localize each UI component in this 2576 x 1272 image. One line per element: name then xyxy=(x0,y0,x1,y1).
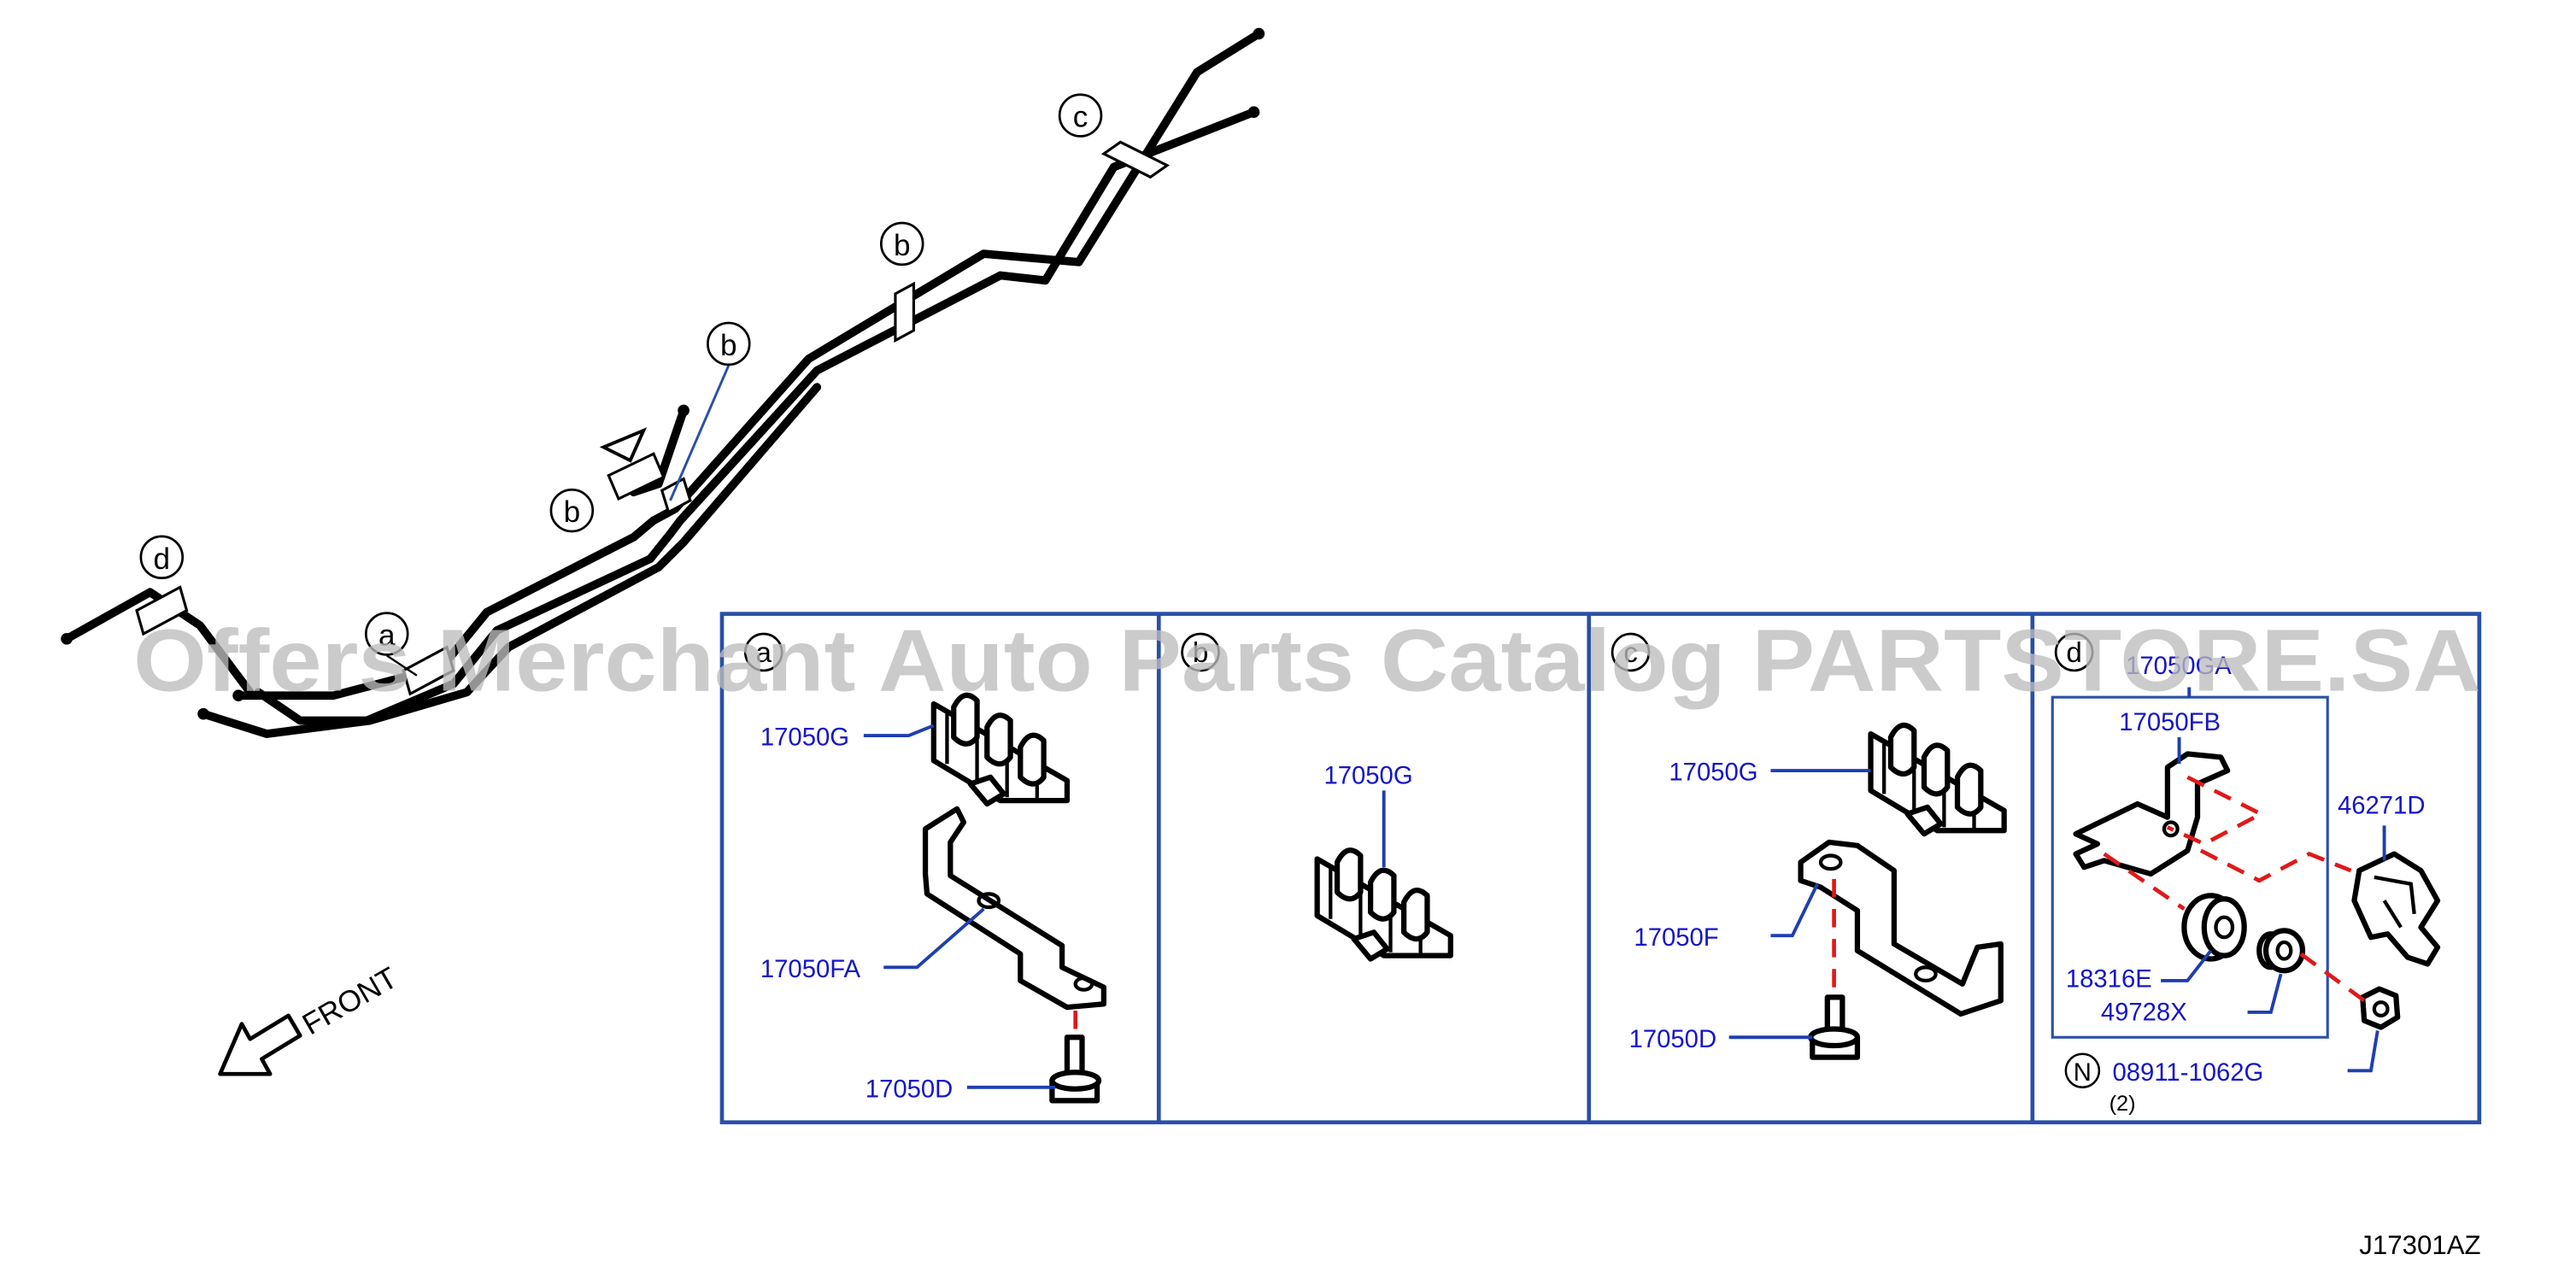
detail-frame xyxy=(719,612,2482,1125)
callout-leader xyxy=(386,654,418,677)
detail-panel-a: a 17050G 17050FA 17050D xyxy=(743,632,1106,1104)
callout-circle xyxy=(549,488,595,533)
tube-end xyxy=(1253,27,1265,40)
callout-leader xyxy=(669,365,731,501)
panel-letter: c xyxy=(1623,637,1638,669)
leader-line xyxy=(2347,1030,2379,1073)
callout-circle xyxy=(1058,93,1103,138)
part-number-label[interactable]: 17050G xyxy=(1323,763,1412,790)
panel-letter: b xyxy=(1193,637,1208,669)
callout-circle xyxy=(139,535,185,579)
detail-frame-border xyxy=(719,612,2482,1125)
clip-marker-b xyxy=(607,452,666,501)
tube-end xyxy=(197,707,209,720)
leader-line xyxy=(1770,882,1819,938)
nut-symbol-circle xyxy=(2064,1052,2101,1089)
part-number-label[interactable]: 46271D xyxy=(2338,793,2426,820)
detail-panel-b: b 17050G xyxy=(1181,632,1453,962)
clip-marker-d xyxy=(135,585,189,636)
pipe-routing-overview: d a b b b c xyxy=(61,27,1265,738)
panel-letter: a xyxy=(756,637,772,669)
front-label: FRONT xyxy=(296,961,402,1041)
grommet-part xyxy=(2181,893,2247,962)
callout-letter: b xyxy=(720,329,737,362)
part-number-label[interactable]: 17050GA xyxy=(2126,653,2232,680)
part-number-label[interactable]: 17050G xyxy=(1669,759,1757,787)
diagram-code: J17301AZ xyxy=(2359,1230,2480,1260)
watermark-text: Offers Merchant Auto Parts Catalog PARTS… xyxy=(133,610,2481,709)
brake-tube-branch xyxy=(629,406,688,497)
callout-letter: a xyxy=(378,619,396,653)
bolt-part xyxy=(1808,994,1861,1060)
callout-letter: b xyxy=(894,229,911,262)
callout-circle xyxy=(364,612,409,656)
assembly-dash-line xyxy=(2103,852,2186,911)
callout-letter: d xyxy=(154,542,171,576)
front-direction-arrow: FRONT xyxy=(218,961,403,1076)
part-number-label[interactable]: 17050FB xyxy=(2119,709,2221,736)
panel-callout-circle xyxy=(1611,632,1651,672)
part-number-label[interactable]: 49728X xyxy=(2101,999,2187,1027)
detail-panel-c: c 17050G 17050F 17050D xyxy=(1611,632,2007,1060)
part-number-label[interactable]: 17050G xyxy=(760,724,849,752)
tube-end xyxy=(678,404,689,417)
assembly-dash-line xyxy=(2166,775,2266,847)
tube-end xyxy=(1247,106,1260,119)
tube-end xyxy=(61,633,73,645)
bolt-part xyxy=(1049,1035,1102,1104)
nut-symbol-letter: N xyxy=(2074,1059,2092,1087)
assembly-dash-line xyxy=(2199,848,2352,883)
bracket-marker xyxy=(599,427,648,463)
clip-marker-b xyxy=(894,281,915,343)
panel-callout-circle xyxy=(1181,632,1220,672)
clip-marker-a xyxy=(402,645,455,696)
bracket-part xyxy=(2073,751,2231,877)
panel-callout-circle xyxy=(743,632,783,672)
tube-end xyxy=(232,689,244,702)
panel-letter: d xyxy=(2066,637,2081,669)
callout-circle xyxy=(707,321,751,366)
connector-part xyxy=(2351,851,2441,967)
tube-clip-part xyxy=(930,692,1071,807)
part-number-label[interactable]: 08911-1062G xyxy=(2112,1059,2263,1087)
bracket-part xyxy=(922,806,1106,1011)
nut-part xyxy=(2360,986,2401,1030)
clip-marker-c xyxy=(1100,140,1171,179)
callout-letter: b xyxy=(564,495,581,529)
leader-line xyxy=(2247,973,2283,1014)
quantity-label: (2) xyxy=(2110,1092,2136,1116)
part-number-label[interactable]: 18316E xyxy=(2066,966,2152,994)
front-arrow-icon xyxy=(218,1013,302,1076)
leader-line xyxy=(2161,949,2213,982)
assembly-dash-line xyxy=(2299,952,2366,1003)
clip-marker-b xyxy=(660,477,692,514)
bracket-part xyxy=(1798,839,2004,1017)
part-number-label[interactable]: 17050F xyxy=(1634,924,1718,952)
part-number-label[interactable]: 17050D xyxy=(1629,1026,1717,1053)
detail-panel-d: d 17050GA xyxy=(2051,632,2441,1116)
collar-part xyxy=(2256,928,2306,974)
callout-letter: c xyxy=(1073,101,1088,134)
callout-circle xyxy=(879,221,924,267)
part-number-label[interactable]: 17050D xyxy=(866,1076,954,1104)
tube-clip-part xyxy=(1868,722,2007,837)
brake-tube-upper xyxy=(234,29,1264,700)
panel-callout-circle xyxy=(2054,632,2094,672)
leader-line xyxy=(863,724,935,737)
brake-tube-lower xyxy=(199,383,822,738)
tube-clip-part xyxy=(1314,847,1453,962)
part-number-label[interactable]: 17050FA xyxy=(760,956,861,983)
leader-line xyxy=(883,907,985,970)
